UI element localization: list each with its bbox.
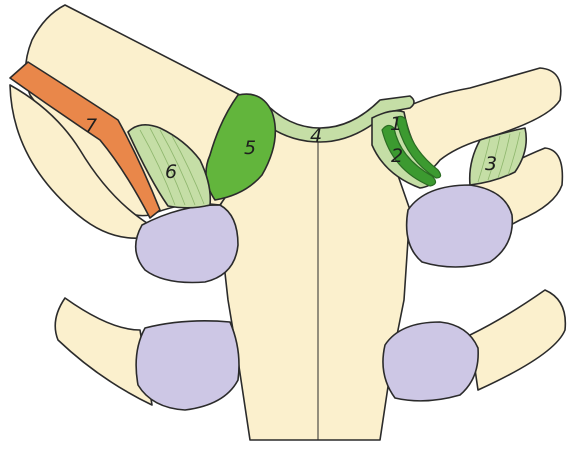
label-7: 7 <box>85 115 97 137</box>
label-5: 5 <box>244 137 256 159</box>
label-4: 4 <box>310 125 322 147</box>
right-lower-costal-cartilage <box>383 322 478 401</box>
label-1: 1 <box>390 113 402 135</box>
right-upper-costal-cartilage <box>407 185 513 267</box>
label-6: 6 <box>165 161 177 183</box>
label-2: 2 <box>391 145 403 167</box>
left-lower-costal-cartilage <box>136 321 239 410</box>
label-3: 3 <box>485 153 497 175</box>
right-second-rib <box>470 290 565 390</box>
